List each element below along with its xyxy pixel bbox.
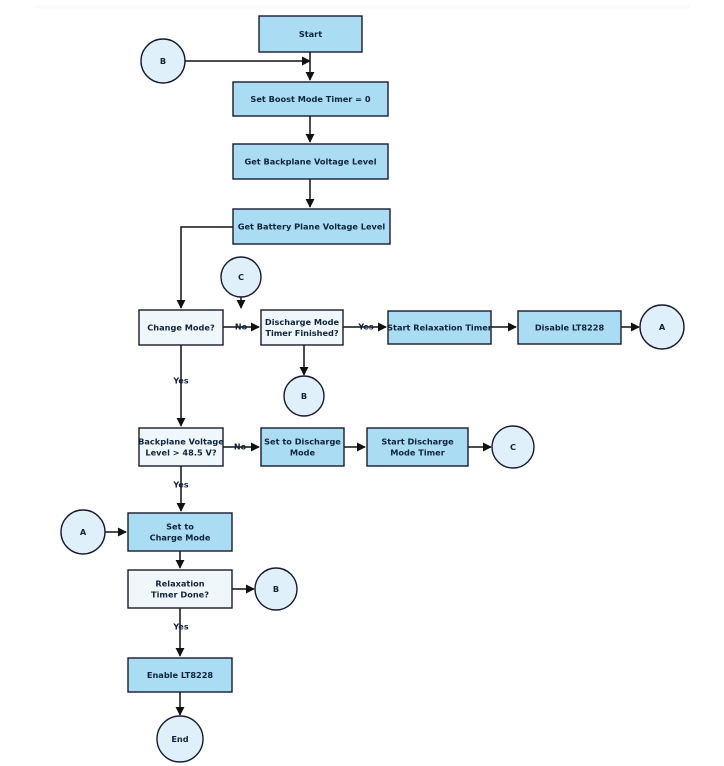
node-connb-top-shape [140,38,186,84]
node-connb-mid[interactable]: B [283,375,325,417]
edge-battery-change [176,226,233,309]
node-connb-low[interactable]: B [254,567,298,611]
node-conna-left-shape [60,509,106,555]
edge-label-yes-1: Yes [357,323,373,332]
node-enablelt-label: Enable LT8228 [147,670,214,680]
node-conna-left[interactable]: A [60,509,106,555]
node-connc-right-shape [491,425,535,469]
node-enablelt[interactable]: Enable LT8228 [127,657,233,693]
node-setdischarge-shape [260,427,345,467]
node-disablelt-label: Disable LT8228 [535,322,605,332]
node-connc-mid-label: C [238,272,244,282]
node-connb-mid-shape [283,375,325,417]
node-connb-low-label: B [273,584,279,594]
node-end-label: End [171,734,188,744]
edge-label-yes-3: Yes [172,481,188,490]
edge-label-yes-4: Yes [172,623,188,632]
edges-layer [105,52,640,716]
node-changemode-shape [138,309,224,346]
node-connc-mid[interactable]: C [220,256,262,298]
node-dischargefin-shape [260,309,344,346]
node-start[interactable]: Start [258,15,363,53]
node-setboost[interactable]: Set Boost Mode Timer = 0 [232,81,389,117]
node-setboost-shape [232,81,389,117]
node-startrelax-shape [387,310,492,345]
node-end-shape [156,715,204,763]
node-conna-right-shape [639,304,685,350]
node-getbattery-label: Get Battery Plane Voltage Level [238,221,386,231]
edge-label-no-2: No [234,443,247,452]
node-relaxdone-shape [127,569,233,609]
node-conna-right[interactable]: A [639,304,685,350]
node-connc-mid-shape [220,256,262,298]
edge-label-yes-2: Yes [172,377,188,386]
node-connb-top[interactable]: B [140,38,186,84]
node-backplanechk-shape [138,427,224,467]
node-connc-right[interactable]: C [491,425,535,469]
node-startdistimer-shape [366,427,469,467]
node-start-label: Start [299,29,322,39]
node-enablelt-shape [127,657,233,693]
node-connb-low-shape [254,567,298,611]
node-disablelt[interactable]: Disable LT8228 [517,310,622,345]
edge-label-no-1: No [235,323,248,332]
node-disablelt-shape [517,310,622,345]
node-conna-right-label: A [659,322,666,332]
node-getbackplane-label: Get Backplane Voltage Level [244,156,376,166]
node-getbattery[interactable]: Get Battery Plane Voltage Level [232,208,391,245]
node-start-shape [258,15,363,53]
node-getbattery-shape [232,208,391,245]
node-changemode-label: Change Mode? [147,322,215,332]
node-connb-mid-label: B [301,391,307,401]
node-getbackplane-shape [232,143,389,180]
node-changemode[interactable]: Change Mode? [138,309,224,346]
node-end[interactable]: End [156,715,204,763]
node-startrelax[interactable]: Start Relaxation Timer [387,310,493,345]
node-getbackplane[interactable]: Get Backplane Voltage Level [232,143,389,180]
node-connb-top-label: B [160,56,166,66]
node-setcharge-shape [127,512,233,552]
node-connc-right-label: C [510,442,516,452]
node-setboost-label: Set Boost Mode Timer = 0 [250,94,370,104]
node-conna-left-label: A [80,527,87,537]
node-startrelax-label: Start Relaxation Timer [387,322,493,332]
